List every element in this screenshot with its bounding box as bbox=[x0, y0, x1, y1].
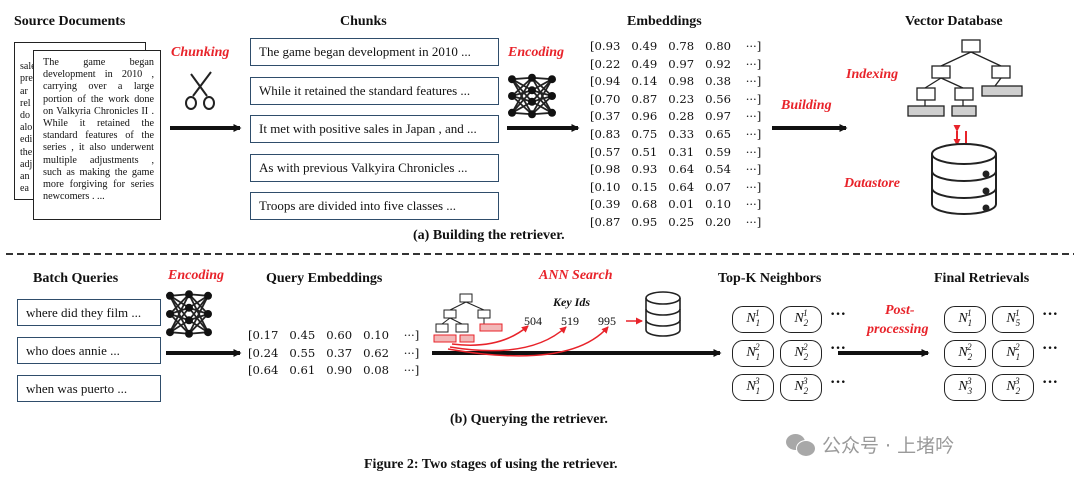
caption-b: (b) Querying the retriever. bbox=[450, 412, 608, 427]
embeddings-title: Embeddings bbox=[627, 14, 702, 29]
embedding-row: [0.37 0.96 0.28 0.97 ···] bbox=[590, 109, 762, 124]
embedding-row: [0.10 0.15 0.64 0.07 ···] bbox=[590, 179, 762, 194]
ann-search-arrow-1 bbox=[451, 325, 529, 346]
more-neighbors-ellipsis: ··· bbox=[1042, 306, 1059, 323]
query-box: where did they film ... bbox=[17, 299, 161, 326]
more-neighbors-ellipsis: ··· bbox=[830, 374, 847, 391]
key-ids-label: Key Ids bbox=[553, 295, 590, 309]
topk-neighbor-node: N13 bbox=[732, 374, 774, 401]
embedding-row: [0.98 0.93 0.64 0.54 ···] bbox=[590, 162, 762, 177]
query-embedding-row: [0.24 0.55 0.37 0.62 ···] bbox=[248, 345, 420, 360]
indexing-label: Indexing bbox=[846, 67, 899, 82]
ann-search-arrow-2 bbox=[449, 326, 567, 352]
query-embedding-row: [0.17 0.45 0.60 0.10 ···] bbox=[248, 328, 420, 342]
chunk-box: As with previous Valkyira Chronicles ... bbox=[250, 153, 499, 182]
source-docs-title: Source Documents bbox=[14, 14, 126, 29]
chunk-box: It met with positive sales in Japan , an… bbox=[250, 115, 499, 143]
final-retrieval-node: N12 bbox=[992, 340, 1034, 367]
doc-back-edge-line: rel bbox=[20, 97, 31, 109]
embedding-matrix: [0.93 0.49 0.78 0.80 ···] [0.22 0.49 0.97… bbox=[590, 38, 761, 232]
caption-a: (a) Building the retriever. bbox=[413, 228, 565, 243]
topk-neighbor-node: N23 bbox=[780, 374, 822, 401]
embedding-row: [0.22 0.49 0.97 0.92 ···] bbox=[590, 56, 762, 71]
ann-search-arrow-3 bbox=[447, 326, 609, 357]
key-id: 519 bbox=[561, 314, 579, 328]
postprocessing-label-1: Post- bbox=[885, 303, 915, 318]
topk-neighbor-node: N21 bbox=[780, 306, 822, 333]
key-id: 504 bbox=[524, 314, 542, 328]
doc-back-edge-line: pre bbox=[20, 73, 33, 85]
embedding-row: [0.83 0.75 0.33 0.65 ···] bbox=[590, 126, 762, 141]
doc-back-edge-line: ea bbox=[20, 183, 29, 195]
topk-neighbor-node: N11 bbox=[732, 306, 774, 333]
doc-back-edge-line: alo bbox=[20, 122, 33, 134]
building-label: Building bbox=[781, 98, 832, 113]
watermark: 公众号 · 上堵吟 bbox=[786, 431, 954, 458]
doc-back-edge-line: do bbox=[20, 110, 30, 122]
encoding-label-b: Encoding bbox=[168, 268, 225, 283]
doc-back-edge-line: an bbox=[20, 171, 30, 183]
final-retrieval-node: N11 bbox=[944, 306, 986, 333]
chunk-box: The game began development in 2010 ... bbox=[250, 38, 499, 66]
database-icon-a bbox=[931, 143, 997, 215]
wechat-icon bbox=[786, 434, 816, 457]
key-id: 995 bbox=[598, 314, 616, 328]
topk-title: Top-K Neighbors bbox=[718, 271, 822, 286]
doc-back-edge-line: adj bbox=[20, 158, 33, 170]
embedding-row: [0.39 0.68 0.01 0.10 ···] bbox=[590, 197, 762, 212]
neural-network-icon-b bbox=[166, 290, 212, 338]
query-embeddings-title: Query Embeddings bbox=[266, 271, 383, 286]
vector-db-title: Vector Database bbox=[905, 14, 1003, 29]
source-document-text: The game began development in 2010 , car… bbox=[43, 57, 154, 203]
final-retrieval-node: N51 bbox=[992, 306, 1034, 333]
chunking-label: Chunking bbox=[171, 45, 230, 60]
watermark-text: 公众号 · 上堵吟 bbox=[822, 435, 955, 457]
figure-caption: Figure 2: Two stages of using the retrie… bbox=[364, 457, 618, 472]
encoding-label-a: Encoding bbox=[508, 45, 565, 60]
chunks-title: Chunks bbox=[340, 14, 387, 29]
query-box: when was puerto ... bbox=[17, 375, 161, 402]
datastore-label: Datastore bbox=[844, 176, 900, 191]
embedding-row: [0.70 0.87 0.23 0.56 ···] bbox=[590, 91, 762, 106]
query-embedding-matrix: [0.17 0.45 0.60 0.10 ···] [0.24 0.55 0.37… bbox=[248, 327, 419, 380]
more-neighbors-ellipsis: ··· bbox=[830, 306, 847, 323]
more-neighbors-ellipsis: ··· bbox=[1042, 374, 1059, 391]
embedding-row: [0.57 0.51 0.31 0.59 ···] bbox=[590, 144, 762, 159]
ann-search-label: ANN Search bbox=[539, 268, 613, 283]
doc-back-edge-line: sales bbox=[20, 61, 40, 73]
embedding-row: [0.94 0.14 0.98 0.38 ···] bbox=[590, 74, 762, 89]
final-retrieval-node: N23 bbox=[992, 374, 1034, 401]
scissors-icon bbox=[185, 71, 215, 110]
tree-index-icon bbox=[907, 39, 1023, 117]
topk-neighbor-node: N22 bbox=[780, 340, 822, 367]
topk-neighbor-node: N12 bbox=[732, 340, 774, 367]
batch-queries-title: Batch Queries bbox=[33, 271, 119, 286]
final-retrieval-node: N22 bbox=[944, 340, 986, 367]
ann-tree-icon bbox=[433, 293, 503, 343]
doc-back-edge-line: ar bbox=[20, 85, 28, 97]
embedding-row: [0.93 0.49 0.78 0.80 ···] bbox=[590, 39, 762, 53]
neural-network-icon-a bbox=[508, 73, 556, 119]
final-retrievals-title: Final Retrievals bbox=[934, 271, 1030, 286]
chunk-box: Troops are divided into five classes ... bbox=[250, 192, 499, 220]
postprocessing-label-2: processing bbox=[867, 322, 929, 337]
more-neighbors-ellipsis: ··· bbox=[1042, 340, 1059, 357]
embedding-row: [0.87 0.95 0.25 0.20 ···] bbox=[590, 214, 762, 229]
final-retrieval-node: N33 bbox=[944, 374, 986, 401]
doc-back-edge-line: edi bbox=[20, 134, 33, 146]
query-embedding-row: [0.64 0.61 0.90 0.08 ···] bbox=[248, 363, 420, 377]
query-box: who does annie ... bbox=[17, 337, 161, 364]
doc-back-edge-line: the bbox=[20, 146, 33, 158]
chunk-box: While it retained the standard features … bbox=[250, 76, 499, 105]
source-document-front: The game began development in 2010 , car… bbox=[33, 50, 161, 220]
database-icon-b bbox=[645, 291, 681, 337]
